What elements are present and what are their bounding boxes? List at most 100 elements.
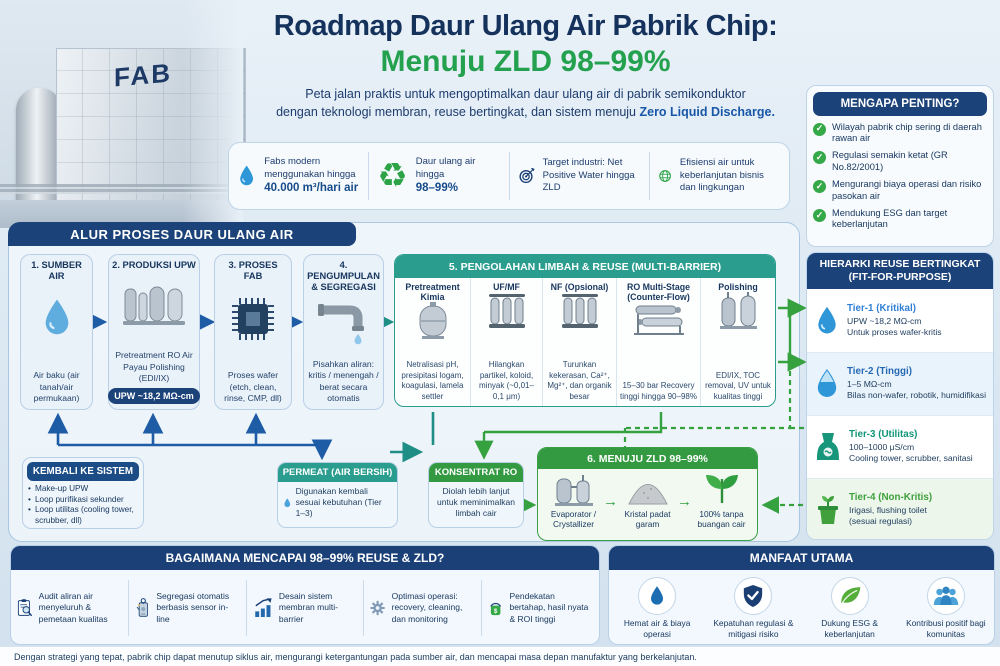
step-desc: Air baku (air tanah/air permukaan)	[33, 370, 80, 403]
tier-name: Tier-3 (Utilitas)	[849, 429, 918, 441]
why-item-text: Wilayah pabrik chip sering di daerah raw…	[832, 121, 982, 144]
how-title: BAGAIMANA MENCAPAI 98–99% REUSE & ZLD?	[11, 546, 599, 570]
tier-name: Tier-2 (Tinggi)	[847, 366, 912, 378]
concentrate-title: KONSENTRAT RO	[429, 463, 523, 482]
process-flow-title: ALUR PROSES DAUR ULANG AIR	[8, 222, 356, 246]
tier-line: Bilas non-wafer, robotik, humidifikasi	[847, 390, 986, 401]
step-produksi-upw: 2. PRODUKSI UPW Pretreatment RO Air Paya…	[108, 254, 200, 410]
sensor-icon	[136, 598, 148, 617]
membrane-icon	[488, 294, 525, 329]
how-item-audit: Audit aliran air menyeluruh & pemetaan k…	[11, 580, 129, 636]
why-important-box: MENGAPA PENTING? ✓ Wilayah pabrik chip se…	[806, 85, 994, 247]
upw-tanks-icon	[121, 283, 187, 327]
benefit-text: Hemat air & biaya operasi	[623, 618, 691, 639]
why-item: ✓Regulasi semakin ketat (GR No.82/2001)	[813, 150, 987, 173]
treatment-col-nf: NF (Opsional) Turunkan kekerasan, Ca²⁺, …	[543, 278, 617, 406]
footer-bar: Dengan strategi yang tepat, pabrik chip …	[0, 646, 1000, 666]
step-sumber-air: 1. SUMBER AIR Air baku (air tanah/air pe…	[20, 254, 93, 410]
return-box-title: KEMBALI KE SISTEM	[27, 462, 139, 481]
zld-item-label: Kristal padat garam	[624, 509, 671, 530]
pipe-rack-illustration	[0, 184, 242, 194]
benefit-text: Kontribusi positif bagi komunitas	[906, 618, 986, 639]
key-benefits-box: MANFAAT UTAMA Hemat air & biaya operasi …	[608, 545, 995, 645]
how-item-text: Pendekatan bertahap, hasil nyata & ROI t…	[509, 591, 589, 624]
arrow-right-icon: →	[677, 492, 692, 510]
zld-item-evaporator: Evaporator / Crystallizer	[544, 473, 603, 530]
benefit-community: Kontribusi positif bagi komunitas	[898, 570, 994, 644]
how-item-text: Segregasi otomatis berbasis sensor in-li…	[156, 591, 230, 624]
chip-icon	[230, 296, 276, 342]
col-desc: EDI/IX, TOC removal, UV untuk kualitas t…	[705, 370, 771, 401]
why-item: ✓Mendukung ESG dan target keberlanjutan	[813, 208, 987, 231]
bar-chart-icon	[254, 598, 272, 618]
tier-2-row: Tier-2 (Tinggi) 1–5 MΩ-cm Bilas non-wafe…	[807, 352, 993, 415]
why-item-text: Mengurangi biaya operasi dan risiko paso…	[832, 178, 982, 201]
step-title: 2. PRODUKSI UPW	[112, 260, 196, 270]
why-item-text: Mendukung ESG dan target keberlanjutan	[832, 207, 948, 230]
how-item-roi: $ Pendekatan bertahap, hasil nyata & ROI…	[482, 580, 599, 636]
description-line1: Peta jalan praktis untuk mengoptimalkan …	[305, 87, 746, 101]
treatment-col-ufmf: UF/MF Hilangkan partikel, koloid, minyak…	[471, 278, 543, 406]
money-bag-icon: $	[490, 602, 502, 616]
zld-item-label: Evaporator / Crystallizer	[550, 509, 597, 530]
treatment-title: 5. PENGOLAHAN LIMBAH & REUSE (MULTI-BARR…	[395, 255, 775, 278]
how-item-text: Desain sistem membran multi-barrier	[278, 591, 338, 624]
how-to-achieve-box: BAGAIMANA MENCAPAI 98–99% REUSE & ZLD? A…	[10, 545, 600, 645]
treatment-col-polishing: Polishing EDI/IX, TOC removal, UV untuk …	[701, 278, 775, 406]
why-item: ✓ Wilayah pabrik chip sering di daerah ra…	[813, 122, 987, 145]
arrow-right-icon: →	[603, 492, 618, 510]
col-desc: 15–30 bar Recovery tinggi hingga 90–98%	[620, 381, 697, 401]
water-drop-icon	[284, 497, 291, 507]
check-icon: ✓	[813, 122, 826, 136]
plant-pot-icon	[818, 496, 838, 524]
col-desc: Netralisasi pH, presipitasi logam, koagu…	[401, 360, 464, 401]
zld-item-salt: Kristal padat garam	[618, 473, 677, 530]
treatment-section: 5. PENGOLAHAN LIMBAH & REUSE (MULTI-BARR…	[394, 254, 776, 407]
tier-line: UPW ~18,2 MΩ-cm	[847, 315, 922, 326]
tier-line: 1–5 MΩ-cm	[847, 379, 892, 390]
treatment-col-ro: RO Multi-Stage (Counter-Flow) 15–30 bar …	[617, 278, 701, 406]
tier-line: Untuk proses wafer-kritis	[847, 326, 942, 337]
drop-half-icon	[817, 369, 837, 397]
how-item-optimization: Optimasi operasi: recovery, cleaning, da…	[364, 580, 483, 636]
col-title: Pretreatment Kimia	[405, 282, 460, 303]
svg-text:$: $	[494, 608, 498, 615]
col-desc: Turunkan kekerasan, Ca²⁺, Mg²⁺, dan orga…	[547, 360, 612, 401]
step-title: 1. SUMBER AIR	[31, 260, 82, 282]
footer-text: Dengan strategi yang tepat, pabrik chip …	[14, 651, 697, 662]
zld-box: 6. MENUJU ZLD 98–99% Evaporator / Crysta…	[537, 447, 758, 541]
fab-building-label: FAB	[114, 57, 172, 93]
salt-pile-icon	[627, 484, 668, 505]
stat-highlight: 98–99%	[415, 181, 458, 194]
reuse-hierarchy-box: HIERARKI REUSE BERTINGKAT (FIT-FOR-PURPO…	[806, 252, 994, 540]
permeate-desc: Digunakan kembali sesuai kebutuhan (Tier…	[295, 486, 382, 519]
zld-title: 6. MENUJU ZLD 98–99%	[538, 448, 757, 469]
people-icon	[933, 586, 959, 605]
col-title: RO Multi-Stage (Counter-Flow)	[626, 282, 691, 303]
description-line2: dengan teknologi membran, reuse bertingk…	[276, 104, 640, 119]
concentrate-desc: Diolah lebih lanjut untuk meminimalkan l…	[437, 486, 515, 519]
fab-building-photo: FAB	[0, 0, 246, 228]
audit-clipboard-icon	[17, 599, 32, 617]
how-item-sensor: Segregasi otomatis berbasis sensor in-li…	[129, 580, 247, 636]
upw-quality-badge: UPW ~18,2 MΩ-cm	[108, 387, 200, 404]
water-drop-icon	[40, 298, 74, 338]
zld-item-no-discharge: 100% tanpa buangan cair	[692, 473, 751, 530]
recycle-icon: ♻	[377, 156, 408, 196]
benefit-esg: Dukung ESG & keberlanjutan	[802, 570, 898, 644]
tier-line: Irigasi, flushing toilet	[849, 505, 927, 516]
treatment-col-pretreatment: Pretreatment Kimia Netralisasi pH, presi…	[395, 278, 471, 406]
how-item-text: Optimasi operasi: recovery, cleaning, da…	[391, 591, 463, 624]
gear-icon	[370, 600, 386, 616]
step-title: 3. PROSES FAB	[228, 260, 278, 282]
why-important-title: MENGAPA PENTING?	[813, 92, 987, 116]
pipe-icon	[316, 300, 372, 346]
step-pengumpulan-segregasi: 4. PENGUMPULAN & SEGREGASI Pisahkan alir…	[303, 254, 384, 410]
check-icon: ✓	[813, 151, 826, 165]
benefit-compliance: Kepatuhan regulasi & mitigasi risiko	[705, 570, 801, 644]
membrane-icon	[561, 294, 598, 329]
stat-highlight: 40.000 m³/hari air	[264, 181, 359, 194]
